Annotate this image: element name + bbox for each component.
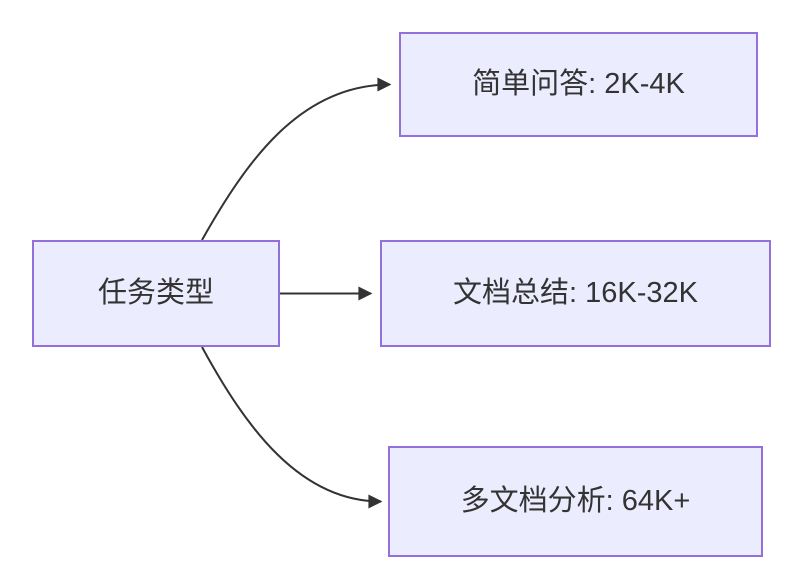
edge-task-type-to-simple-qa xyxy=(201,77,392,241)
node-multi-doc-analysis: 多文档分析: 64K+ xyxy=(388,446,763,557)
node-task-type-label: 任务类型 xyxy=(97,277,214,310)
node-doc-summary: 文档总结: 16K-32K xyxy=(380,240,771,347)
node-multi-doc-analysis-label: 多文档分析: 64K+ xyxy=(460,485,691,518)
node-simple-qa: 简单问答: 2K-4K xyxy=(399,32,758,137)
node-simple-qa-label: 简单问答: 2K-4K xyxy=(472,68,685,101)
node-task-type: 任务类型 xyxy=(32,240,280,347)
node-doc-summary-label: 文档总结: 16K-32K xyxy=(453,277,698,310)
edge-task-type-to-multi-doc-analysis xyxy=(201,346,383,509)
